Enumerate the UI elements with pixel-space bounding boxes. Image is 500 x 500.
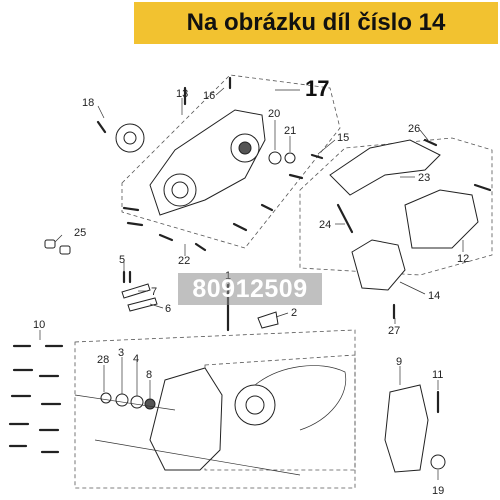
bracket-6: [127, 297, 158, 312]
callout-19: 19: [432, 485, 444, 497]
wire-harness: [254, 365, 347, 431]
callout-17: 17: [305, 76, 329, 101]
bearing-3: [115, 393, 129, 407]
crankcase-frame: [74, 329, 356, 489]
callout-22: 22: [178, 255, 190, 267]
stator: [234, 384, 276, 426]
washer-28: [100, 392, 112, 404]
callout-28: 28: [97, 354, 109, 366]
callout-5: 5: [119, 254, 125, 266]
tube-24: [336, 203, 354, 234]
callout-23: 23: [418, 172, 430, 184]
callout-20: 20: [268, 108, 280, 120]
transmission-cover: [149, 109, 266, 216]
fan-grille: [115, 123, 145, 153]
part-number-watermark: 80912509: [178, 273, 322, 305]
callout-16: 16: [203, 90, 215, 102]
callout-2: 2: [291, 307, 297, 319]
plug-8: [144, 398, 156, 410]
clip-2: [257, 311, 279, 329]
upper-cover-frame: [121, 74, 341, 249]
seal-4: [130, 395, 144, 409]
title-banner: Na obrázku díl číslo 14: [134, 2, 498, 44]
oil-seal: [268, 151, 282, 165]
bracket-7: [121, 283, 151, 299]
callout-15: 15: [337, 132, 349, 144]
leader-lines: [39, 87, 464, 480]
callout-18: 18: [82, 97, 94, 109]
callout-8: 8: [146, 369, 152, 381]
callout-24: 24: [319, 219, 331, 231]
callout-13: 13: [176, 88, 188, 100]
rear-cover-frame: [299, 137, 493, 276]
callout-10: 10: [33, 319, 45, 331]
callout-12: 12: [457, 253, 469, 265]
shaft-axis: [74, 394, 176, 411]
callout-14: 14: [428, 290, 440, 302]
o-ring-19: [430, 454, 446, 470]
screws-5: [122, 270, 132, 284]
callout-21: 21: [284, 125, 296, 137]
bolts-upper: [96, 76, 492, 320]
callout-26: 26: [408, 123, 420, 135]
gasket-9: [384, 384, 429, 473]
callout-11: 11: [432, 369, 443, 381]
crankcase-cover: [149, 367, 223, 471]
callout-3: 3: [118, 347, 124, 359]
shaft-axis-lower: [94, 439, 301, 476]
callout-7: 7: [151, 286, 157, 298]
bolts-10: [8, 344, 64, 454]
inner-cover-14: [351, 239, 406, 291]
callout-25: 25: [74, 227, 86, 239]
plug-25: [44, 239, 71, 255]
washer: [284, 152, 296, 164]
callout-9: 9: [396, 356, 402, 368]
callout-27: 27: [388, 325, 400, 337]
stator-frame: [204, 354, 356, 471]
outer-cover-12: [404, 189, 479, 249]
gasket-23: [329, 139, 441, 196]
callout-6: 6: [165, 303, 171, 315]
callout-4: 4: [133, 353, 139, 365]
